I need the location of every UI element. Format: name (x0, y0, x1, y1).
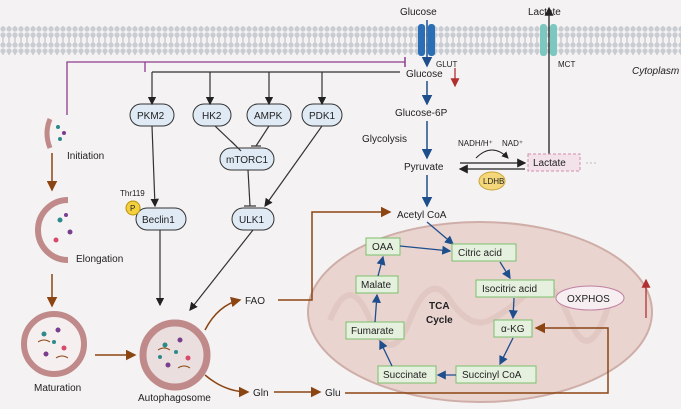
glucose-signaling-lines (147, 71, 400, 106)
tca-fumarate-box: Fumarate (345, 321, 405, 340)
ulk1-label: ULK1 (239, 215, 264, 226)
tca-title-2: Cycle (426, 315, 453, 326)
autophagosome-label: Autophagosome (138, 393, 211, 404)
glucose-inside: Glucose (406, 69, 443, 80)
lactate-box (527, 153, 581, 172)
nadh-nad-arrow (475, 149, 509, 159)
signaling-arrows (150, 125, 323, 311)
phospho-label: P (130, 204, 135, 213)
tca-akg-box: α-KG (493, 319, 533, 338)
pdk1-label: PDK1 (309, 111, 336, 122)
tca-succinate-box: Succinate (377, 365, 437, 384)
oaa-label: OAA (372, 242, 393, 253)
ldhb-badge (478, 171, 506, 191)
glu-label: Glu (325, 388, 341, 399)
citric-label: Citric acid (458, 248, 502, 259)
elongation-label: Elongation (76, 254, 123, 265)
thr119-label: Thr119 (120, 189, 145, 198)
arrow-fao-acetylcoa (278, 206, 392, 301)
tca-malate-box: Malate (355, 275, 399, 294)
fumarate-label: Fumarate (351, 326, 394, 337)
tca-cycle-arrows (371, 245, 518, 380)
tca-title-1: TCA (429, 301, 450, 312)
glucose6p-label: Glucose-6P (395, 108, 448, 119)
maturation-label: Maturation (34, 383, 81, 394)
arrow-acetylcoa-to-citric (426, 221, 454, 245)
arrow-glu-akg (345, 322, 609, 394)
hk2-node: HK2 (192, 103, 232, 127)
glut-transporter (418, 24, 435, 56)
initiation-label: Initiation (67, 151, 104, 162)
succinyl-label: Succinyl CoA (462, 370, 522, 381)
ldhb-label: LDHB (483, 177, 504, 186)
mct-label: MCT (558, 60, 575, 69)
cytoplasm-label: Cytoplasm (632, 66, 679, 77)
cell-membrane (0, 26, 681, 55)
pkm2-node: PKM2 (129, 103, 175, 127)
ampk-node: AMPK (246, 103, 292, 127)
oxphos-label: OXPHOS (567, 294, 610, 305)
initiation-stage (44, 118, 66, 149)
nadh-label: NADH/H⁺ (458, 139, 493, 148)
tca-succinyl-box: Succinyl CoA (455, 365, 537, 384)
glucose-inhibit-line (66, 61, 405, 115)
succinate-label: Succinate (383, 370, 427, 381)
gln-label: Gln (253, 388, 269, 399)
tca-isocitric-box: Isocitric acid (475, 279, 555, 298)
elongation-stage (35, 197, 73, 263)
acetylcoa-label: Acetyl CoA (397, 210, 447, 221)
akg-label: α-KG (501, 324, 525, 335)
glycolysis-label: Glycolysis (362, 134, 407, 145)
lactate-inside: Lactate (533, 158, 566, 169)
cristae (327, 281, 613, 348)
lactate-outside: Lactate (528, 7, 561, 18)
pkm2-label: PKM2 (137, 111, 165, 122)
nad-label: NAD⁺ (502, 139, 523, 148)
tca-citric-box: Citric acid (451, 243, 517, 262)
mtorc1-node: mTORC1 (219, 147, 275, 171)
oxphos-badge (555, 285, 625, 311)
beclin1-node: Beclin1 (135, 207, 187, 231)
glut-label: GLUT (436, 60, 457, 69)
isocitric-label: Isocitric acid (482, 284, 537, 295)
arrow-autophagosome-gln (204, 374, 250, 398)
pdk1-node: PDK1 (301, 103, 343, 127)
hk2-label: HK2 (202, 111, 222, 122)
mtorc1-label: mTORC1 (226, 155, 268, 166)
maturation-stage (21, 311, 87, 377)
fao-label: FAO (245, 296, 265, 307)
ulk1-node: ULK1 (231, 207, 275, 231)
tca-oaa-box: OAA (365, 237, 401, 256)
autophagosome (139, 319, 211, 391)
ampk-label: AMPK (254, 111, 283, 122)
pyruvate-label: Pyruvate (404, 162, 444, 173)
mct-transporter (540, 24, 557, 56)
beclin1-label: Beclin1 (142, 215, 175, 226)
arrow-autophagosome-fao (204, 296, 242, 331)
phospho-badge (125, 200, 141, 216)
malate-label: Malate (361, 280, 391, 291)
glucose-outside: Glucose (400, 7, 437, 18)
mitochondrion (307, 221, 653, 403)
